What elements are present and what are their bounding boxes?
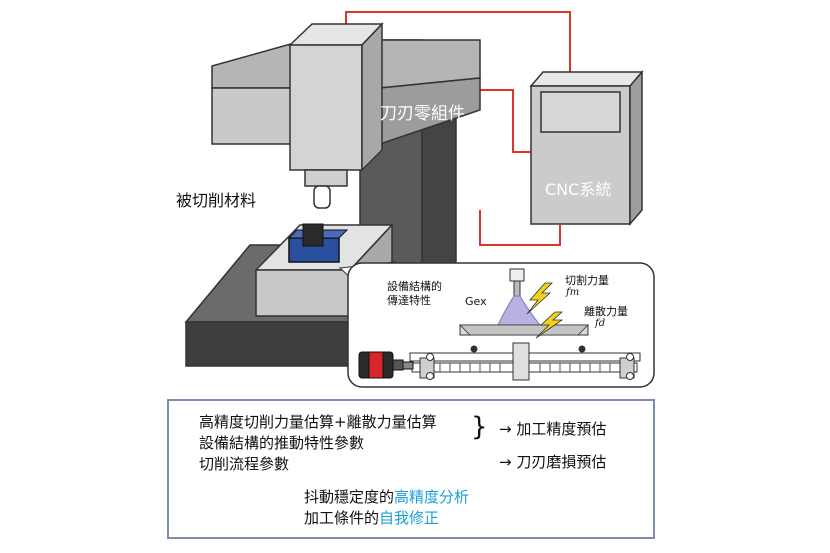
cnc-cabinet [529, 69, 644, 227]
result-1-highlight: 高精度分析 [394, 488, 470, 506]
result-line-2: 加工條件的自我修正 [304, 507, 439, 528]
result-2-prefix: 加工條件的 [304, 509, 380, 527]
label-fm: fm [566, 287, 580, 298]
result-2-highlight: 自我修正 [379, 509, 440, 527]
input-line-2: 設備結構的推動特性參數 [199, 434, 365, 452]
label-fd: fd [595, 318, 606, 329]
detail-inset [347, 262, 655, 388]
label-tool-assembly: 刀刃零組件 [380, 104, 465, 124]
label-gex: Gex [465, 295, 487, 308]
spindle-head [288, 22, 384, 209]
label-workpiece: 被切削材料 [176, 191, 257, 210]
motor-cap [368, 351, 384, 379]
outcome-wear-label: 刀刃磨損預估 [516, 453, 607, 471]
arrow-right-icon: → [499, 453, 512, 471]
label-cnc: CNC系統 [545, 180, 612, 199]
workpiece-block [287, 223, 349, 263]
brace: } [471, 412, 488, 442]
result-1-prefix: 抖動穩定度的 [304, 488, 395, 506]
outcome-precision: → 加工精度預估 [499, 418, 606, 439]
label-cutting-force: 切割力量 [565, 274, 609, 287]
label-equipment-transfer: 設備結構的 傳達特性 [387, 280, 442, 307]
input-line-3: 切削流程參數 [199, 455, 290, 473]
input-line-1: 高精度切削力量估算+離散力量估算 [199, 413, 437, 431]
screw-nut [512, 342, 530, 381]
summary-panel: 高精度切削力量估算+離散力量估算 設備結構的推動特性參數 切削流程參數 } → … [167, 399, 655, 539]
lightning-discrete-force [535, 311, 564, 339]
lightning-cutting-force [526, 282, 553, 315]
tool-holder [509, 268, 525, 282]
outcome-wear: → 刀刃磨損預估 [499, 451, 606, 472]
arrow-right-icon: → [499, 420, 512, 438]
label-discrete-force: 離散力量 [584, 305, 628, 318]
result-line-1: 抖動穩定度的高精度分析 [304, 486, 469, 507]
outcome-precision-label: 加工精度預估 [516, 420, 607, 438]
